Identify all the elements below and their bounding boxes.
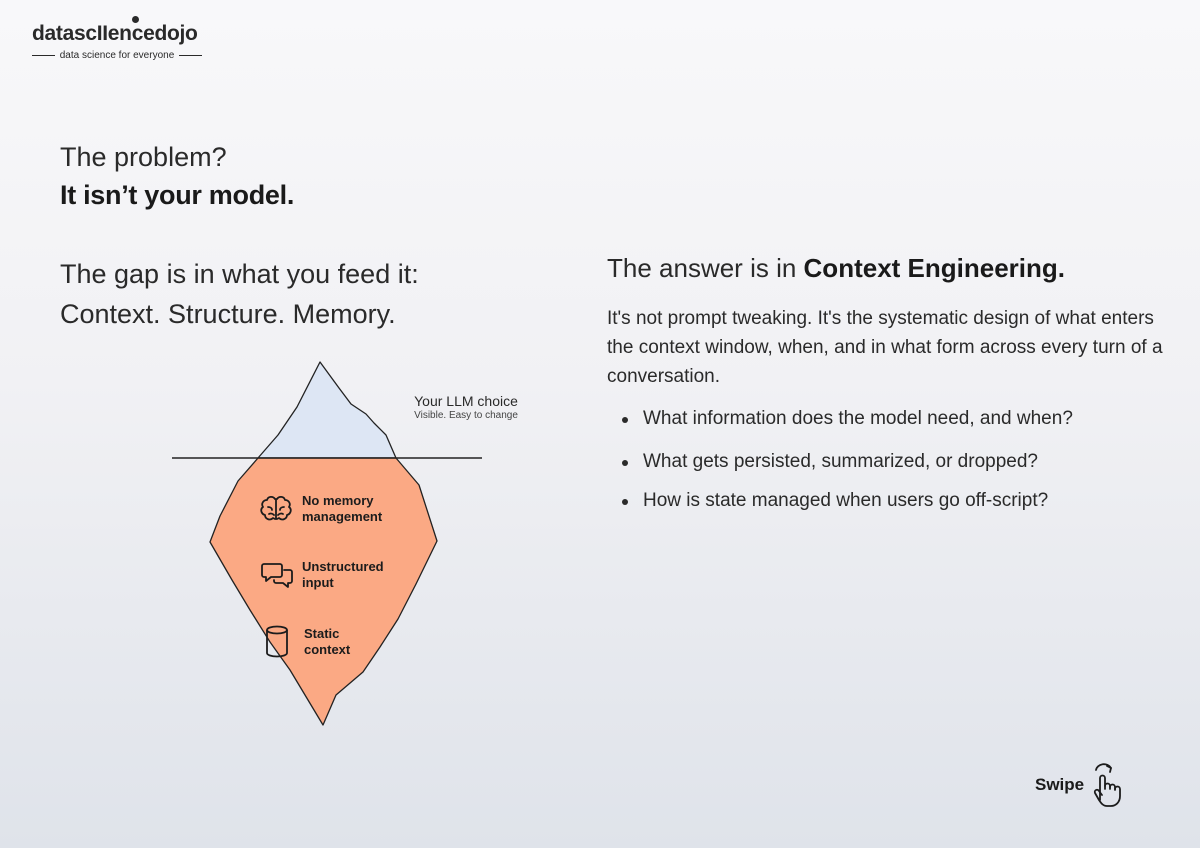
bullet-text: What information does the model need, an… bbox=[643, 408, 1073, 429]
item-line-1: Unstructured bbox=[302, 559, 384, 574]
divider bbox=[32, 54, 55, 57]
iceberg-item-input: Unstructured input bbox=[260, 558, 384, 592]
answer-heading: The answer is in Context Engineering. bbox=[607, 253, 1065, 284]
bullet-dot-icon bbox=[622, 460, 628, 466]
item-line-2: management bbox=[302, 509, 383, 524]
chat-bubbles-icon bbox=[261, 563, 293, 588]
brand-logo: datascIIencedojo data science for everyo… bbox=[32, 16, 203, 61]
answer-highlight: Context Engineering. bbox=[803, 253, 1065, 283]
iceberg-tip-label: Your LLM choice Visible. Easy to change bbox=[398, 393, 534, 421]
swipe-prompt[interactable]: Swipe bbox=[1035, 760, 1124, 810]
divider bbox=[179, 54, 203, 57]
item-line-2: input bbox=[302, 575, 334, 590]
iceberg-tip bbox=[257, 361, 397, 459]
problem-statement: It isn’t your model. bbox=[60, 180, 295, 210]
iceberg-diagram bbox=[172, 361, 482, 726]
bullet-dot-icon bbox=[622, 417, 628, 423]
item-label: Static context bbox=[304, 626, 350, 658]
iceberg-item-memory: No memory management bbox=[258, 491, 382, 527]
gap-statement: The gap is in what you feed it: Context.… bbox=[60, 254, 419, 334]
item-label: No memory management bbox=[302, 493, 382, 525]
item-label: Unstructured input bbox=[302, 559, 384, 591]
brain-icon bbox=[260, 495, 292, 521]
brand-tagline: data science for everyone bbox=[59, 50, 175, 61]
answer-prefix: The answer is in bbox=[607, 253, 804, 283]
bullet-text: What gets persisted, summarized, or drop… bbox=[643, 451, 1038, 472]
swipe-label: Swipe bbox=[1035, 775, 1085, 794]
brand-tagline-row: data science for everyone bbox=[32, 50, 203, 61]
brand-name: datascIIencedojo bbox=[32, 22, 198, 45]
iceberg-item-context: Static context bbox=[264, 624, 350, 660]
item-line-1: No memory bbox=[302, 493, 374, 508]
bullet-text: How is state managed when users go off-s… bbox=[643, 490, 1049, 511]
gap-line-1: The gap is in what you feed it: bbox=[60, 259, 419, 289]
item-line-2: context bbox=[304, 642, 351, 657]
swipe-hand-icon bbox=[1094, 763, 1122, 807]
gap-line-2: Context. Structure. Memory. bbox=[60, 299, 396, 329]
database-icon bbox=[266, 625, 288, 658]
problem-question: The problem? bbox=[60, 142, 227, 172]
item-line-1: Static bbox=[304, 626, 340, 641]
bullet-dot-icon bbox=[622, 499, 628, 505]
answer-description: It's not prompt tweaking. It's the syste… bbox=[607, 308, 1163, 387]
logo-dot-icon bbox=[132, 16, 139, 23]
llm-choice-sublabel: Visible. Easy to change bbox=[414, 410, 518, 421]
iceberg-submerged bbox=[209, 457, 438, 726]
llm-choice-label: Your LLM choice bbox=[414, 393, 518, 409]
